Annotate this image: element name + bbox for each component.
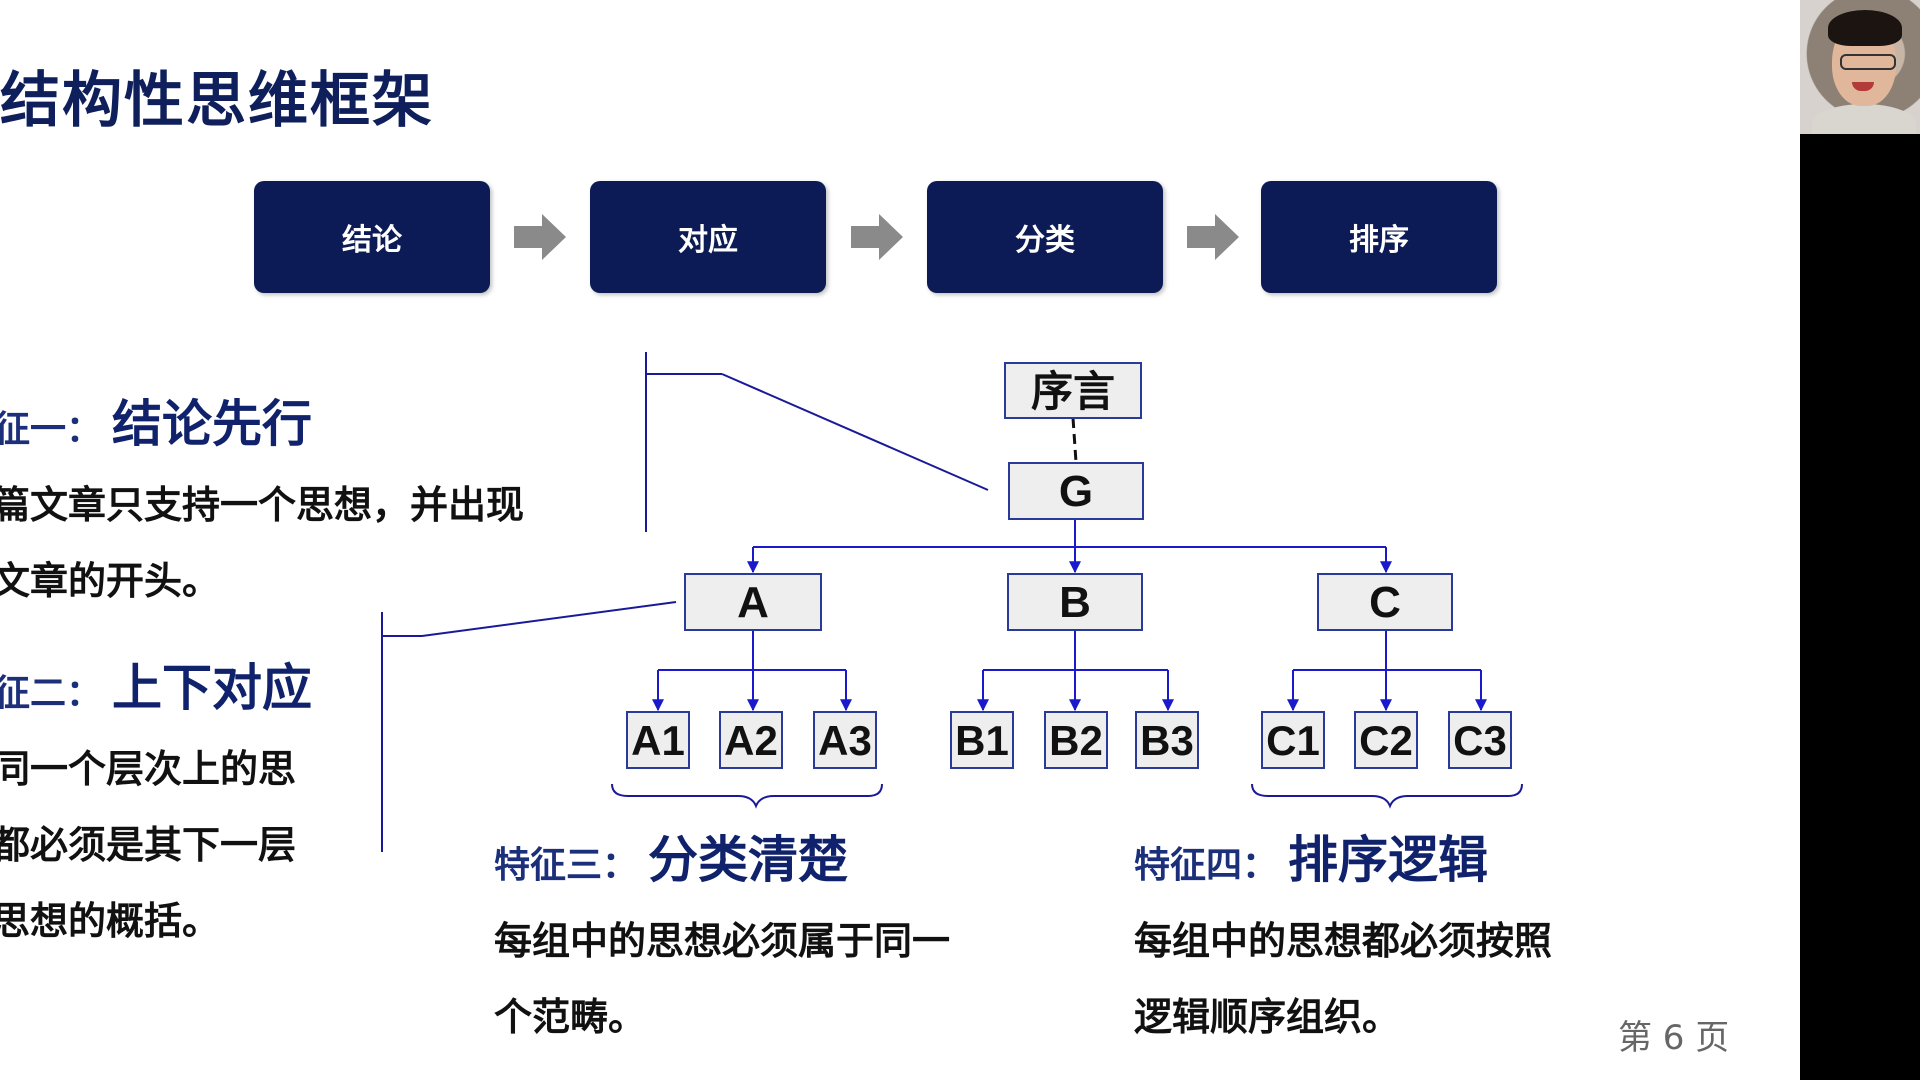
group-a-connectors xyxy=(652,630,852,712)
tree-node-c3-label: C3 xyxy=(1453,717,1507,764)
tree-node-b1-label: B1 xyxy=(955,717,1009,764)
tree-node-a1: A1 xyxy=(626,711,690,769)
tree-node-a2: A2 xyxy=(719,711,783,769)
tree-node-a1-label: A1 xyxy=(631,717,685,764)
feature2-bracket xyxy=(381,601,677,852)
tree-node-b-label: B xyxy=(1059,578,1091,627)
feature-2-prefix: 征二： xyxy=(0,673,103,714)
presenter-glasses xyxy=(1840,54,1896,70)
feature-2-line-1: 同一个层次上的思 xyxy=(0,747,297,791)
flow-step-ordering: 排序 xyxy=(1261,181,1497,293)
presenter-mouth xyxy=(1852,82,1874,91)
brace-group-c xyxy=(1251,783,1523,809)
presenter-hair xyxy=(1828,10,1902,46)
tree-node-a2-label: A2 xyxy=(724,717,778,764)
tree-node-root-label: G xyxy=(1059,467,1093,516)
right-arrow-icon xyxy=(514,214,566,260)
presenter-shoulders xyxy=(1812,104,1916,134)
feature-1-heading: 征一：结论先行 xyxy=(0,384,312,456)
feature-2-heading: 征二：上下对应 xyxy=(0,648,312,720)
tree-node-intro: 序言 xyxy=(1004,362,1142,419)
tree-node-c2: C2 xyxy=(1354,711,1418,769)
page-number: 第 6 页 xyxy=(1618,1018,1730,1058)
side-panel xyxy=(1800,0,1920,1080)
flow-step-conclusion: 结论 xyxy=(254,181,490,293)
tree-node-b2: B2 xyxy=(1044,711,1108,769)
feature-1-prefix: 征一： xyxy=(0,409,103,450)
group-c-connectors xyxy=(1287,630,1487,712)
tree-node-c: C xyxy=(1317,573,1453,631)
webcam-video[interactable] xyxy=(1800,0,1920,134)
feature-3-line-2: 个范畴。 xyxy=(494,995,647,1039)
pyramid-diagram: 序言 G A B C A1 A2 A3 xyxy=(381,352,1523,852)
feature-3-line-1: 每组中的思想必须属于同一 xyxy=(494,919,951,963)
tree-node-c3: C3 xyxy=(1448,711,1512,769)
tree-node-c-label: C xyxy=(1369,578,1401,627)
intro-link xyxy=(1071,417,1078,463)
feature-4-prefix: 特征四： xyxy=(1134,845,1279,886)
root-connectors xyxy=(747,520,1392,574)
tree-node-b1: B1 xyxy=(950,711,1014,769)
feature-2-line-2: 都必须是其下一层 xyxy=(0,823,297,867)
tree-node-c1: C1 xyxy=(1261,711,1325,769)
feature-1-line-1: 篇文章只支持一个思想，并出现 xyxy=(0,483,525,527)
tree-node-intro-label: 序言 xyxy=(1031,368,1115,415)
right-arrow-icon xyxy=(851,214,903,260)
tree-node-a3: A3 xyxy=(813,711,877,769)
tree-node-c2-label: C2 xyxy=(1359,717,1413,764)
feature-3-prefix: 特征三： xyxy=(494,845,639,886)
feature-3-title: 分类清楚 xyxy=(648,831,849,889)
feature-2-title: 上下对应 xyxy=(112,659,313,717)
right-arrow-icon xyxy=(1187,214,1239,260)
tree-node-a-label: A xyxy=(737,578,769,627)
tree-node-a: A xyxy=(684,573,822,631)
feature-4-line-2: 逻辑顺序组织。 xyxy=(1134,995,1401,1039)
flow-step-correspondence: 对应 xyxy=(590,181,826,293)
feature-4-line-1: 每组中的思想都必须按照 xyxy=(1134,919,1553,963)
tree-node-a3-label: A3 xyxy=(818,717,872,764)
feature-4-heading: 特征四：排序逻辑 xyxy=(1134,820,1488,892)
tree-node-c1-label: C1 xyxy=(1266,717,1320,764)
tree-node-b2-label: B2 xyxy=(1049,717,1103,764)
tree-node-root: G xyxy=(1008,462,1144,520)
feature-1-line-2: 文章的开头。 xyxy=(0,559,221,603)
tree-node-b3: B3 xyxy=(1135,711,1199,769)
group-b-connectors xyxy=(977,630,1174,712)
feature-2-line-3: 思想的概括。 xyxy=(0,899,221,943)
feature-1-title: 结论先行 xyxy=(112,395,313,453)
slide-canvas: 结构性思维框架 结论 对应 分类 排序 xyxy=(0,66,1730,1058)
feature-3-heading: 特征三：分类清楚 xyxy=(494,820,848,892)
slide-title: 结构性思维框架 xyxy=(0,66,434,136)
tree-node-b3-label: B3 xyxy=(1140,717,1194,764)
brace-group-a xyxy=(611,783,883,809)
tree-node-b: B xyxy=(1007,573,1143,631)
feature-4-title: 排序逻辑 xyxy=(1288,831,1489,889)
feature1-bracket xyxy=(645,352,989,532)
flow-step-classification: 分类 xyxy=(927,181,1163,293)
